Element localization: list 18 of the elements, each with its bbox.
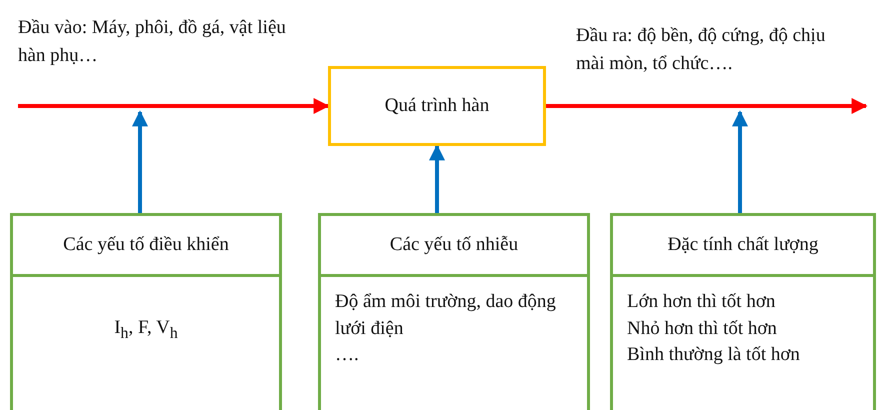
panel-text: Độ ẩm môi trường, dao động lưới điện — [335, 291, 556, 339]
panel-text: I$_{h}$, F, V$_{h}$ — [114, 317, 178, 338]
info-panel — [610, 213, 876, 410]
info-panel — [318, 213, 590, 410]
panel-text: Lớn hơn thì tốt hơn — [627, 291, 776, 312]
arrow — [18, 98, 330, 114]
info-panel — [10, 213, 282, 410]
panel-text: …. — [335, 344, 359, 366]
process-box: Quá trình hàn — [328, 66, 546, 146]
panel-text: Bình thường là tốt hơn — [627, 344, 800, 366]
panel-text: Nhỏ hơn thì tốt hơn — [627, 318, 777, 339]
arrow — [732, 110, 748, 213]
arrow — [546, 98, 868, 114]
arrow — [132, 110, 148, 213]
panel-heading: Các yếu tố điều khiển — [63, 234, 229, 256]
panel-heading: Các yếu tố nhiễu — [390, 234, 518, 256]
panel-heading: Đặc tính chất lượng — [668, 234, 818, 256]
arrow — [429, 144, 445, 213]
